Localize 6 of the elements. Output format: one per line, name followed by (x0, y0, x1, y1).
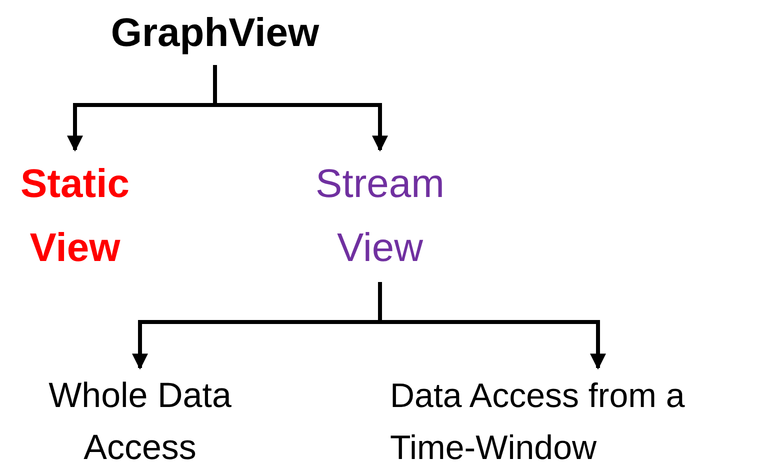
node-label: Data Access from a Time-Window (390, 370, 762, 474)
node-label: GraphView (90, 5, 340, 65)
node-label: Static View (5, 152, 145, 282)
arrow (213, 65, 388, 152)
node-label: Stream View (295, 152, 465, 282)
node-label: Whole Data Access (10, 370, 270, 474)
